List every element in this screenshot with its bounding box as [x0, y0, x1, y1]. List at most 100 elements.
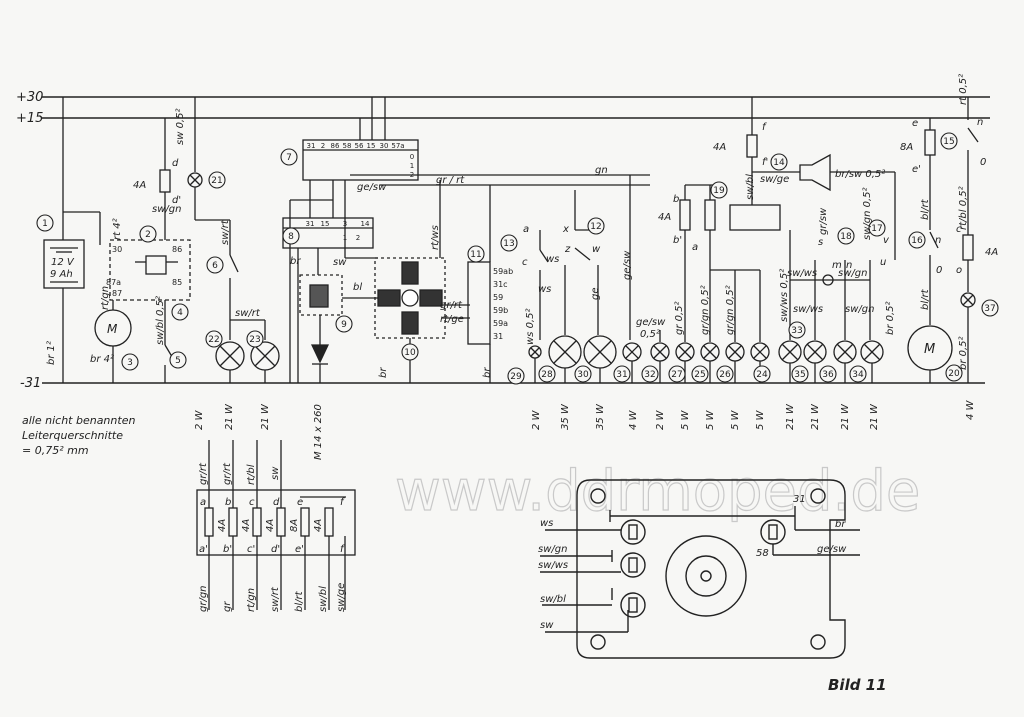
component-28: 28: [541, 370, 553, 380]
fb-letter-e: e: [297, 497, 303, 508]
sd-left-2: sw/ws: [538, 560, 568, 571]
motor-20-label: M: [924, 342, 935, 357]
fb-letter-b: b: [225, 497, 231, 508]
relay-pin-87: 87: [112, 289, 122, 298]
component-2: 2: [145, 230, 151, 240]
rating-24: 5 W: [755, 409, 766, 430]
letter-n-3: n: [846, 260, 852, 271]
fb-bot-2: rt/gn: [246, 588, 257, 612]
fb-letter-fp: f': [340, 544, 346, 555]
letter-dp: d': [172, 195, 181, 206]
fb-top-2: rt/bl: [246, 464, 257, 485]
fb-letter-f: f: [340, 497, 345, 508]
component-17: 17: [871, 224, 882, 234]
component-7: 7: [286, 153, 292, 163]
component-30: 30: [577, 370, 589, 380]
rating-29: 2 W: [531, 409, 542, 430]
c11-pin-1: 31c: [493, 280, 508, 289]
rating-28: 35 W: [560, 403, 571, 430]
letter-o-r2: o: [956, 265, 962, 276]
wire-br-v2: br: [378, 367, 389, 378]
component-9: 9: [341, 320, 347, 330]
wire-sw-bl: sw/bl 0,5²: [155, 296, 166, 345]
c7-pin-7: 57a: [391, 142, 404, 150]
c8-row-1: 1: [343, 234, 347, 242]
watermark: www.ddrmoped.de: [395, 459, 920, 524]
letter-c-13: c: [522, 257, 528, 268]
fb-bot-0: gr/gn: [198, 585, 209, 612]
rating-34: 21 W: [840, 403, 851, 430]
sd-left-3: sw/bl: [540, 594, 566, 605]
component-15: 15: [943, 137, 954, 147]
wire-rt-gn: rt/gn: [100, 286, 111, 310]
component-13: 13: [503, 239, 514, 249]
c7-pin-4: 56: [355, 142, 364, 150]
c7-pin-1: 2: [321, 142, 325, 150]
c8-pin-2: 3: [343, 220, 347, 228]
wire-sw-rt-v: sw/rt: [220, 219, 231, 245]
fb-top-3: sw: [270, 466, 281, 480]
fb-letter-dp: d': [271, 544, 280, 555]
wire-ws: ws: [546, 254, 559, 265]
c7-pin-5: 15: [367, 142, 376, 150]
component-23: 23: [249, 335, 260, 345]
fb-top-0: gr/rt: [198, 462, 209, 485]
connector-11: [467, 261, 491, 345]
relay-pin-85: 85: [172, 278, 182, 287]
wire-br-c: br: [290, 256, 301, 267]
wire-ge-sw-v: ge/sw: [622, 250, 633, 280]
wire-ge: ge: [590, 288, 601, 301]
fb-rating-0: 4A: [217, 519, 228, 532]
letter-fp: f': [762, 157, 768, 168]
component-16: 16: [911, 236, 923, 246]
component-35: 35: [794, 370, 805, 380]
component-1: 1: [42, 219, 48, 229]
wire-gr-gn05: gr/gn 0,5²: [700, 285, 711, 335]
letter-n-2: n: [935, 235, 941, 246]
letter-u: u: [880, 257, 886, 268]
rail-15-label: +15: [16, 111, 43, 126]
wire-bl-rt-2: bl/rt: [920, 288, 931, 310]
relay-pin-87a: 87a: [106, 278, 121, 287]
wire-gr-rt: gr/rt: [440, 300, 463, 311]
switch-detail: [540, 479, 860, 659]
wire-gr05: gr 0,5²: [674, 301, 685, 335]
component-8: 8: [288, 232, 294, 242]
letter-v: v: [883, 235, 890, 246]
flasher-19: [729, 204, 781, 231]
c7-pin-0: 31: [307, 142, 316, 150]
component-34: 34: [852, 370, 864, 380]
wire-br: br 4²: [90, 354, 114, 365]
letter-m: m: [832, 260, 842, 271]
wire-ge-sw: ge/sw: [357, 182, 387, 193]
battery-capacity: 9 Ah: [50, 269, 73, 280]
component-36: 36: [822, 370, 834, 380]
rating-27: 5 W: [680, 409, 691, 430]
wire-br05: br 0,5²: [885, 301, 896, 335]
rating-34b: 21 W: [869, 403, 880, 430]
fb-bot-6: sw/ge: [336, 583, 347, 612]
horn-14: [799, 153, 831, 192]
component-32: 32: [644, 370, 655, 380]
letter-a: a: [692, 242, 698, 253]
fuse-4a-19: 4A: [658, 212, 671, 223]
fuse-4a-top: 4A: [713, 142, 726, 153]
fb-bot-3: sw/rt: [270, 586, 281, 612]
letter-a-13: a: [523, 224, 529, 235]
sd-right-2: 58: [756, 548, 769, 559]
component-31: 31: [616, 370, 627, 380]
fb-rating-2: 4A: [265, 519, 276, 532]
letter-o: 0: [936, 265, 942, 276]
component-14: 14: [773, 158, 785, 168]
wire-sw-gn05: sw/gn 0,5²: [862, 187, 873, 240]
c11-pin-2: 59: [493, 293, 503, 302]
relay-pin-30: 30: [112, 245, 122, 254]
c7-pin-2: 86: [331, 142, 340, 150]
sd-right-1: br: [835, 519, 846, 530]
relay-pin-86: 86: [172, 245, 182, 254]
letter-w: w: [592, 244, 601, 255]
rating-36: 21 W: [810, 403, 821, 430]
fb-bot-1: gr: [222, 601, 233, 612]
rating-26: 5 W: [730, 409, 741, 430]
letter-n: n: [977, 117, 983, 128]
